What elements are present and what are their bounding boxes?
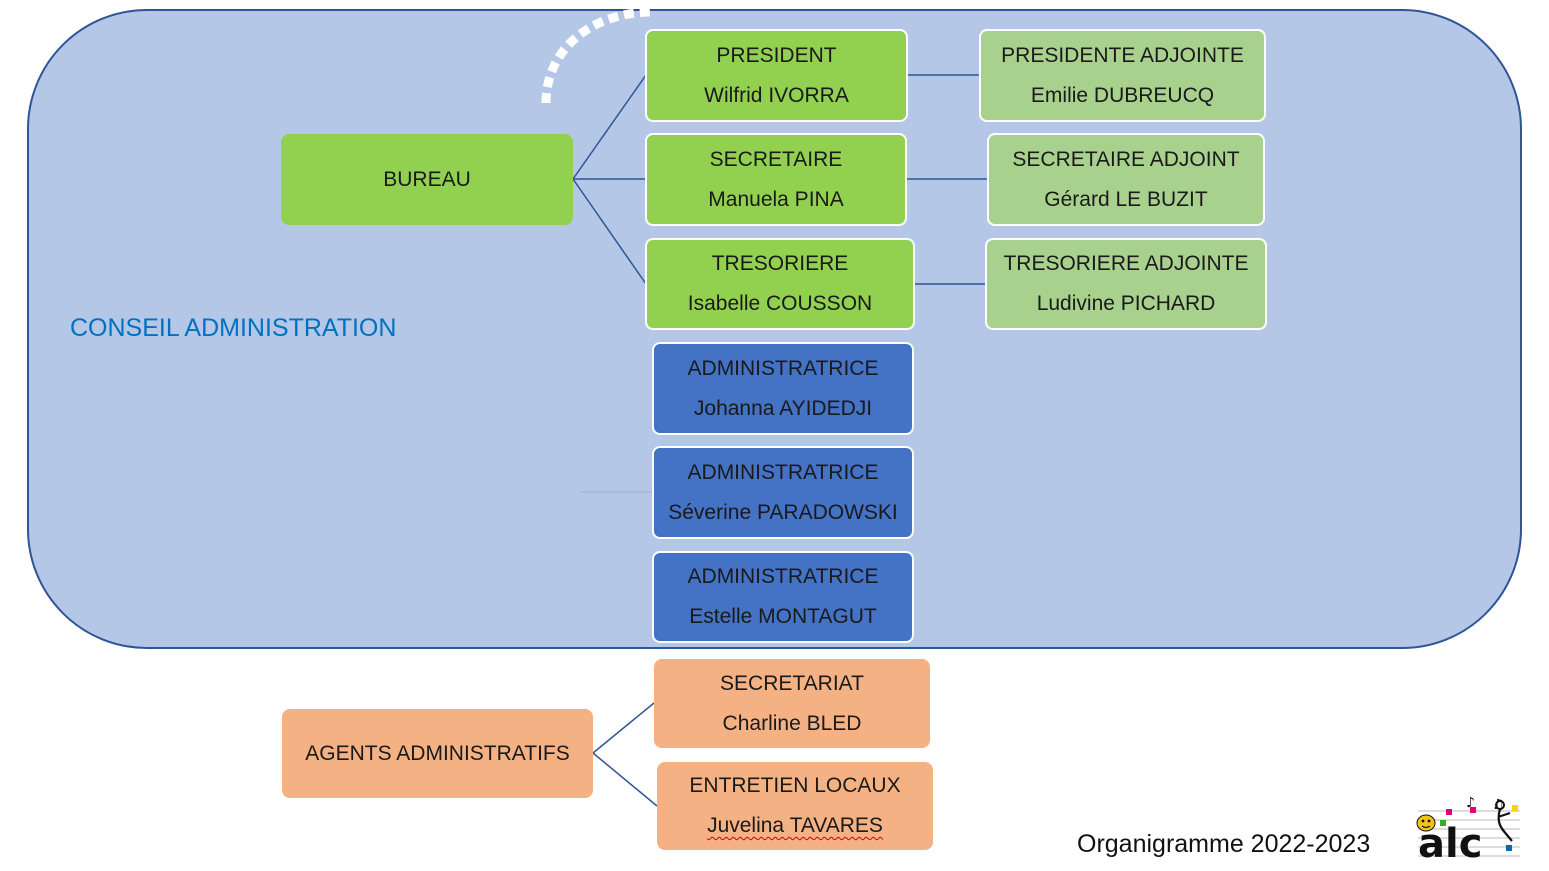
organigramme-title: Organigramme 2022-2023 bbox=[1077, 830, 1371, 858]
agents-administratifs-label: AGENTS ADMINISTRATIFS bbox=[305, 741, 570, 765]
administratrice-role: ADMINISTRATRICE bbox=[687, 356, 879, 380]
secretaire-box: SECRETAIRE Manuela PINA bbox=[645, 133, 907, 226]
administratrice-role: ADMINISTRATRICE bbox=[687, 460, 879, 484]
administratrice-role: ADMINISTRATRICE bbox=[687, 565, 879, 588]
administratrice-box: ADMINISTRATRICE Estelle MONTAGUT bbox=[652, 551, 914, 643]
secretaire-adjoint-box: SECRETAIRE ADJOINT Gérard LE BUZIT bbox=[987, 133, 1265, 226]
tresoriere-adjointe-name: Ludivine PICHARD bbox=[1036, 292, 1216, 315]
svg-text:♪: ♪ bbox=[1466, 795, 1475, 811]
tresoriere-name: Isabelle COUSSON bbox=[687, 292, 873, 315]
svg-text:♫: ♫ bbox=[1492, 797, 1505, 813]
president-role: PRESIDENT bbox=[716, 43, 837, 67]
presidente-adjointe-role: PRESIDENTE ADJOINTE bbox=[1001, 43, 1244, 67]
secretaire-adjoint-name: Gérard LE BUZIT bbox=[1044, 187, 1208, 211]
entretien-locaux-role: ENTRETIEN LOCAUX bbox=[689, 774, 901, 797]
connector-agents-entretien bbox=[592, 752, 658, 807]
alc-logo: ♪ ♫ alc bbox=[1408, 793, 1526, 867]
connector-agents-secretariat bbox=[592, 702, 655, 754]
president-name: Wilfrid IVORRA bbox=[704, 83, 849, 107]
svg-text:alc: alc bbox=[1418, 821, 1482, 863]
administratrice-box: ADMINISTRATRICE Séverine PARADOWSKI bbox=[652, 446, 914, 539]
entretien-locaux-box: ENTRETIEN LOCAUX Juvelina TAVARES bbox=[657, 762, 933, 850]
secretaire-adjoint-role: SECRETAIRE ADJOINT bbox=[1012, 147, 1240, 171]
agents-administratifs-box: AGENTS ADMINISTRATIFS bbox=[282, 709, 593, 798]
administratrice-name: Séverine PARADOWSKI bbox=[668, 500, 898, 524]
tresoriere-adjointe-role: TRESORIERE ADJOINTE bbox=[1003, 252, 1249, 275]
tresoriere-adjointe-box: TRESORIERE ADJOINTE Ludivine PICHARD bbox=[985, 238, 1267, 330]
administratrice-name: Johanna AYIDEDJI bbox=[693, 396, 873, 420]
secretariat-role: SECRETARIAT bbox=[720, 671, 864, 695]
secretaire-name: Manuela PINA bbox=[708, 187, 844, 211]
presidente-adjointe-box: PRESIDENTE ADJOINTE Emilie DUBREUCQ bbox=[979, 29, 1266, 122]
tresoriere-role: TRESORIERE bbox=[711, 252, 849, 275]
presidente-adjointe-name: Emilie DUBREUCQ bbox=[1030, 83, 1215, 107]
president-box: PRESIDENT Wilfrid IVORRA bbox=[645, 29, 908, 122]
secretariat-box: SECRETARIAT Charline BLED bbox=[654, 659, 930, 748]
secretariat-name: Charline BLED bbox=[722, 711, 862, 735]
conseil-administration-label: CONSEIL ADMINISTRATION bbox=[70, 314, 397, 342]
bureau-label: BUREAU bbox=[383, 167, 471, 191]
tresoriere-box: TRESORIERE Isabelle COUSSON bbox=[645, 238, 915, 330]
administratrice-box: ADMINISTRATRICE Johanna AYIDEDJI bbox=[652, 342, 914, 435]
bureau-box: BUREAU bbox=[281, 134, 573, 225]
administratrice-name: Estelle MONTAGUT bbox=[689, 605, 877, 628]
entretien-locaux-name: Juvelina TAVARES bbox=[707, 814, 883, 837]
secretaire-role: SECRETAIRE bbox=[709, 147, 843, 171]
